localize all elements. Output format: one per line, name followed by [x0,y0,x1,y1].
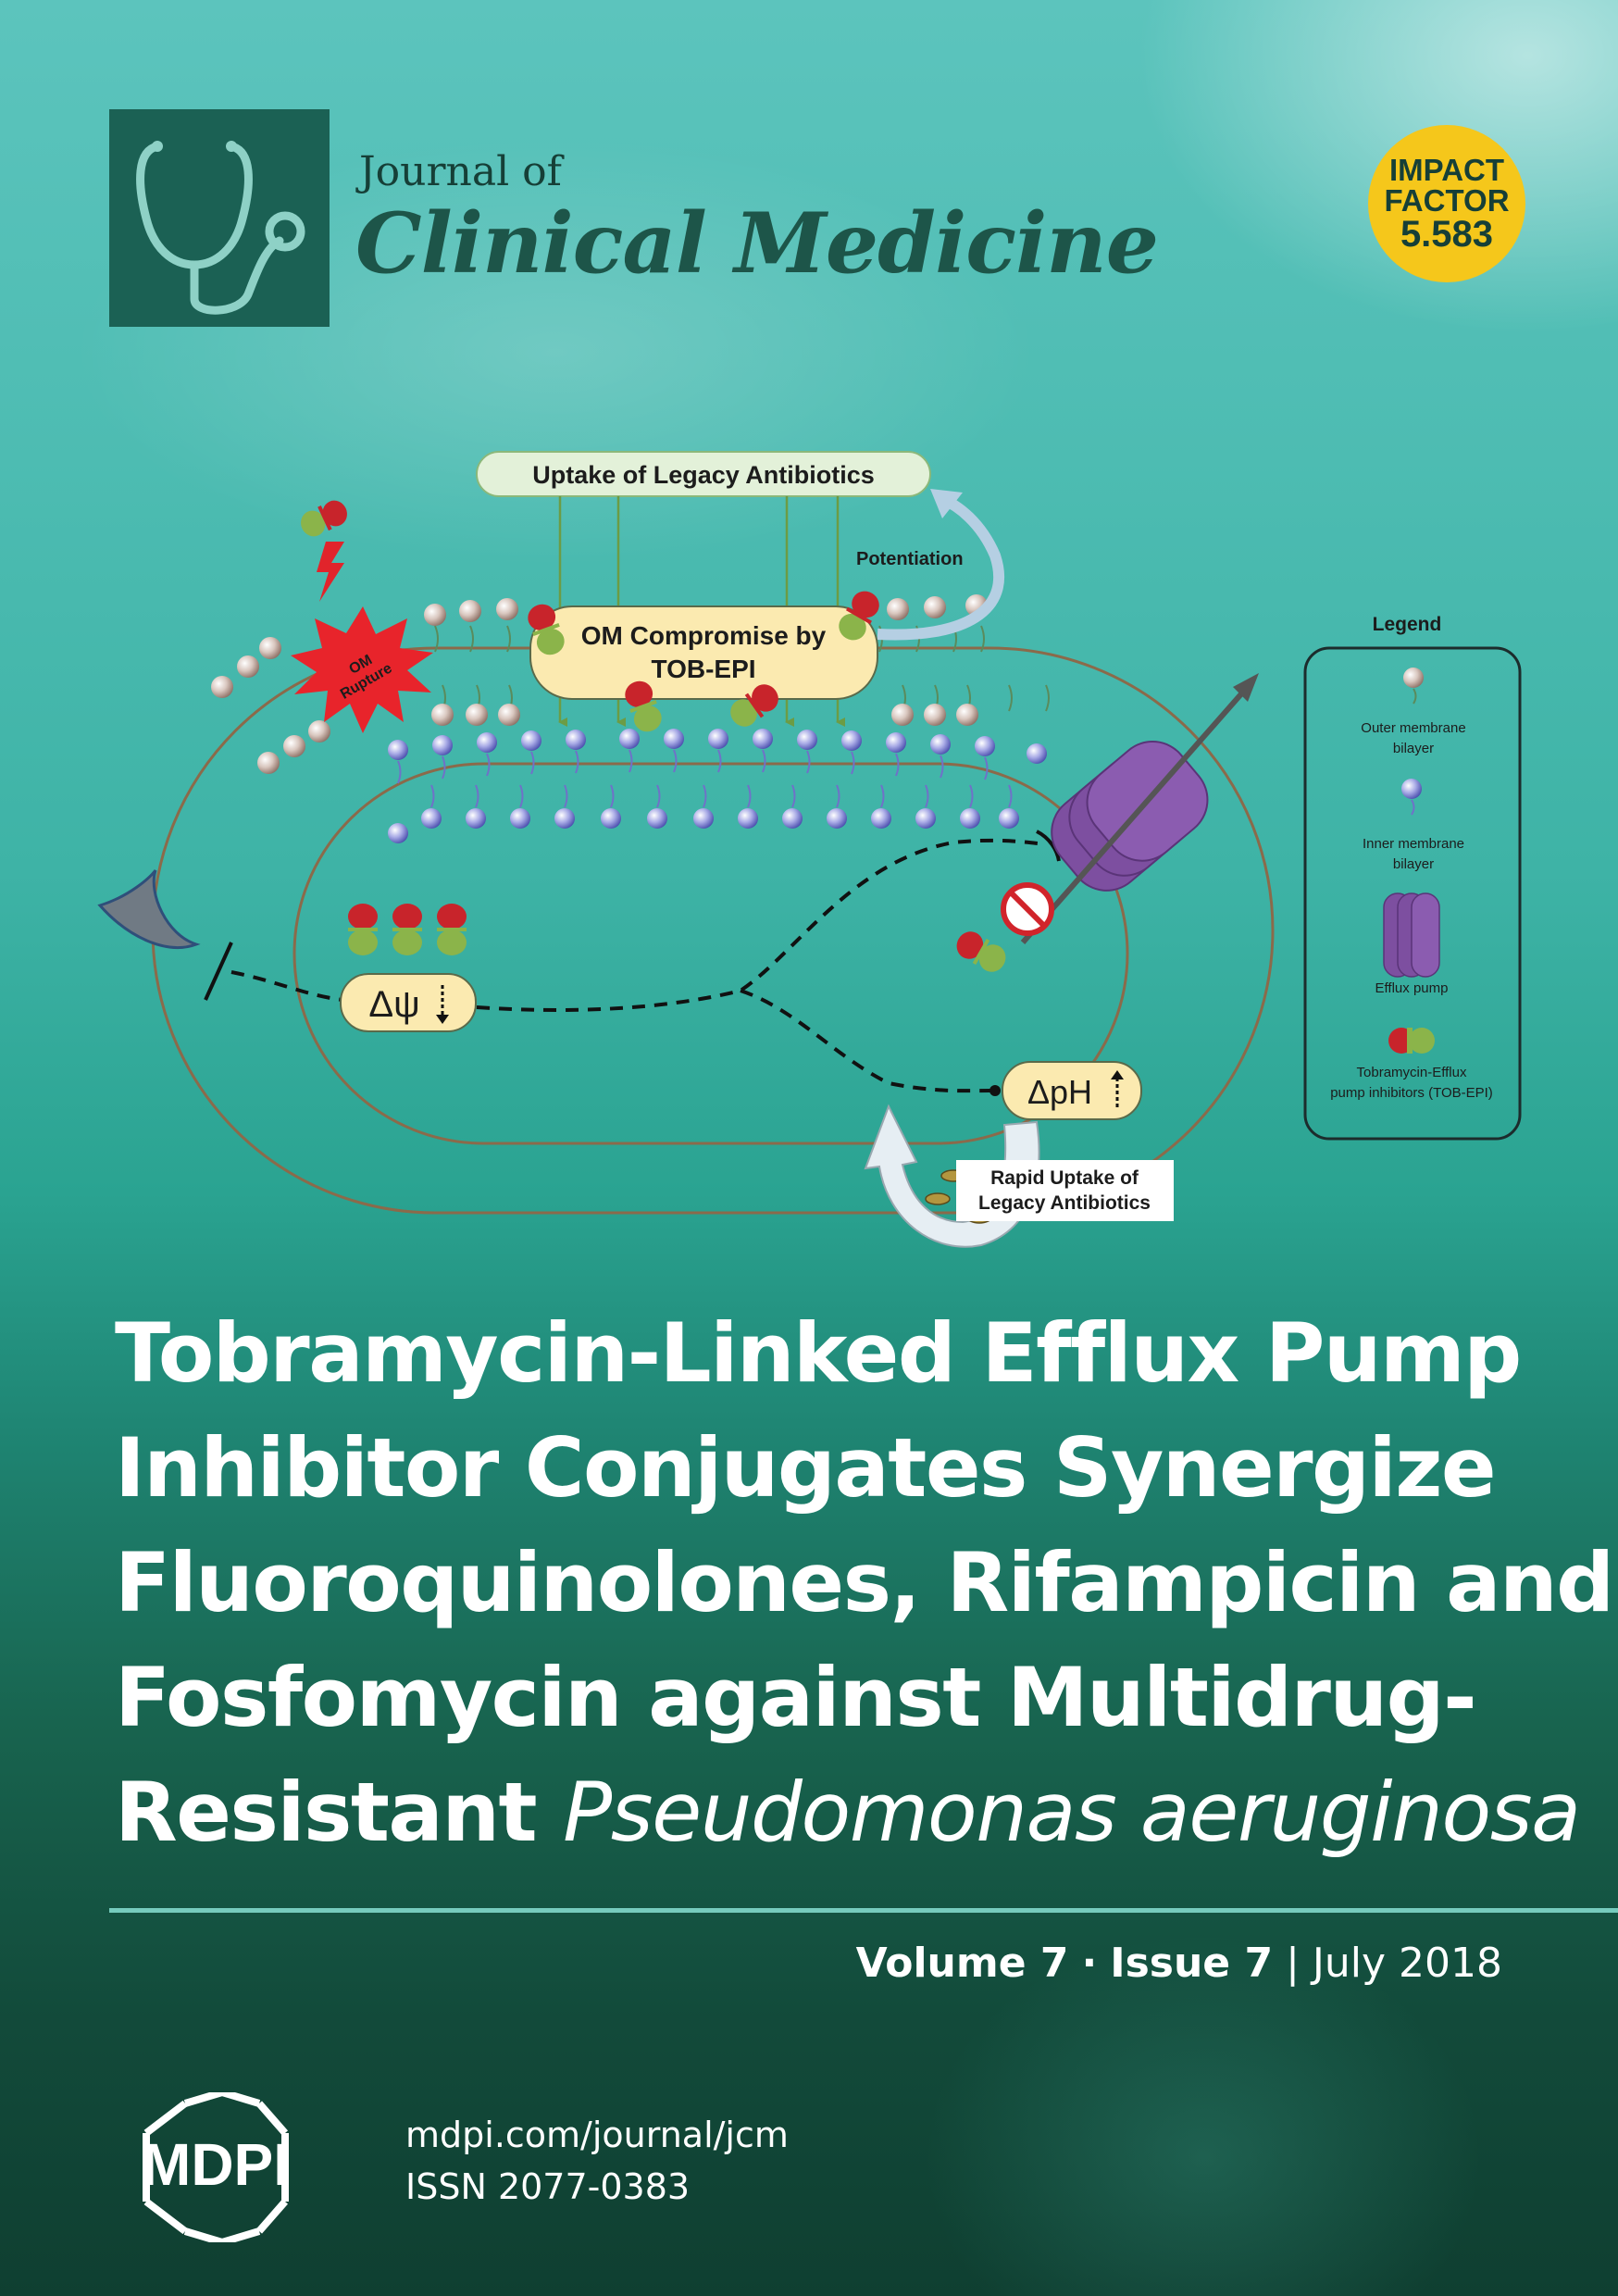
legend-inner-line1: Inner membrane [1363,836,1464,852]
issue-separator: · [1081,1940,1098,1987]
legend-title: Legend [1373,614,1442,635]
delta-ph-box [1002,1061,1142,1120]
rapid-uptake-box [956,1160,1174,1221]
mechanism-diagram: Uptake of Legacy Antibiotics Potentiatio… [97,451,1522,1248]
impact-factor-badge: IMPACT FACTOR 5.583 [1368,125,1525,282]
legend-tob-line2: pump inhibitors (TOB-EPI) [1330,1085,1493,1101]
outer-bead-row [211,594,988,774]
impact-label-1: IMPACT [1388,153,1505,187]
pump-hook [1036,830,1061,862]
om-rupture-burst [291,606,433,733]
inhibition-line [204,942,233,1001]
title-line-4: Fosfomycin against Multidrug- [115,1650,1477,1745]
legend-pill-icon [1388,1028,1435,1054]
title-line-5-italic: Pseudomonas aeruginosa [563,1765,1581,1860]
potentiation-arrowhead [930,489,963,518]
inner-bead-row-bottom [388,808,1019,843]
om-compromise-box [529,605,878,700]
delta-psi-arrowhead [436,1015,449,1024]
legend-inner-icon [1401,779,1422,816]
legend-efflux-icon [1383,892,1440,978]
divider-line [109,1908,1618,1913]
impact-value: 5.583 [1400,214,1494,255]
journal-of-text: Journal of [359,148,562,195]
signaling-paths [230,838,1047,1093]
issue-label: Issue 7 [1110,1940,1274,1987]
legend-efflux-label: Efflux pump [1375,980,1449,996]
article-title: Tobramycin-Linked Efflux Pump Inhibitor … [115,1296,1614,1870]
no-entry-icon [1001,882,1054,936]
rapid-uptake-line1: Rapid Uptake of [990,1167,1139,1189]
title-line-2: Inhibitor Conjugates Synergize [115,1420,1497,1516]
journal-logo [109,109,330,327]
efflux-pump [1020,673,1259,944]
claw-icon [97,869,201,949]
lightning-icon [317,542,344,602]
title-line-1: Tobramycin-Linked Efflux Pump [115,1305,1522,1401]
journal-name: Clinical Medicine [355,194,1159,293]
inner-bead-row-top [388,729,1047,764]
journal-url[interactable]: mdpi.com/journal/jcm [405,2115,789,2155]
potentiation-label: Potentiation [856,549,964,569]
legend-outer-line2: bilayer [1393,741,1434,756]
issue-bar: | [1286,1940,1300,1987]
uptake-label: Uptake of Legacy Antibiotics [532,461,875,489]
ph-anchor-dot [989,1085,1001,1096]
om-compromise-line2: TOB-EPI [651,655,755,683]
rapid-uptake-line2: Legacy Antibiotics [978,1192,1151,1214]
title-line-3: Fluoroquinolones, Rifampicin and [115,1535,1614,1630]
uptake-label-box [476,451,931,497]
pill-icons [301,500,1006,972]
issn-text: ISSN 2077-0383 [405,2166,691,2207]
potentiation-arrow [877,493,1005,641]
delta-ph-arrowhead [1111,1070,1124,1079]
om-compromise-line1: OM Compromise by [581,621,827,650]
inner-membrane-outline [292,762,1129,1145]
title-line-5: Resistant Pseudomonas aeruginosa [115,1755,1581,1870]
delta-ph-label: ΔpH [1027,1073,1092,1111]
inner-bead-tails [397,749,1013,808]
stethoscope-icon [136,141,305,315]
legend-box [1303,646,1522,1141]
impact-label-2: FACTOR [1384,183,1510,218]
legend-tob-line1: Tobramycin-Efflux [1357,1065,1467,1080]
legend-outer-line1: Outer membrane [1361,720,1465,736]
mdpi-logo: MDPI [142,2092,290,2242]
legend-inner-line2: bilayer [1393,856,1434,872]
legend-outer-icon [1403,668,1424,705]
mdpi-wordmark: MDPI [142,2131,290,2198]
issue-date: July 2018 [1312,1940,1502,1987]
delta-psi-label: Δψ [368,984,419,1025]
issue-info: Volume 7 · Issue 7 | July 2018 [856,1940,1502,1987]
volume-label: Volume 7 [855,1940,1069,1987]
title-line-5-plain: Resistant [115,1765,564,1860]
